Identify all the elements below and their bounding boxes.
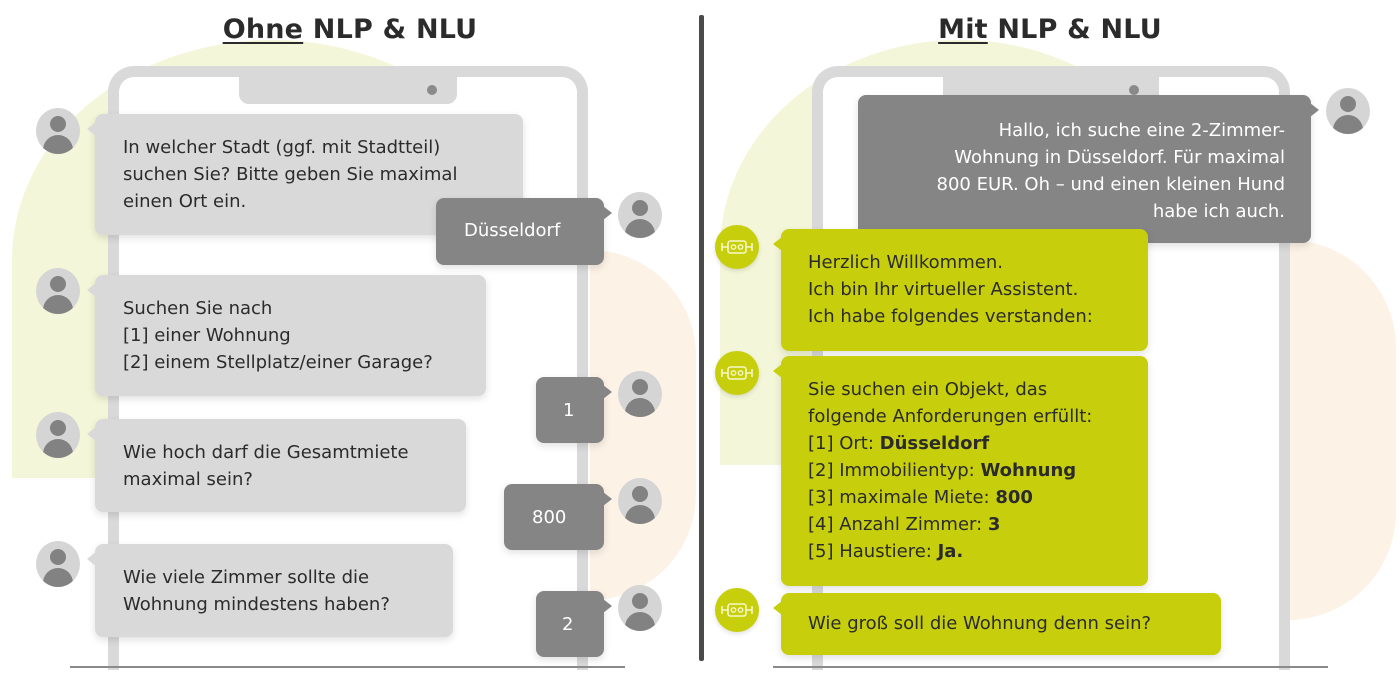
- bot-message: Suchen Sie nach [1] einer Wohnung [2] ei…: [87, 275, 486, 396]
- baseline: [70, 666, 625, 668]
- requirement-label: [5] Haustiere:: [808, 541, 938, 562]
- requirement-value: Düsseldorf: [879, 433, 990, 454]
- robot-icon: [715, 588, 759, 632]
- message-line: 800 EUR. Oh – und einen kleinen Hund: [936, 174, 1286, 195]
- requirement-value: 3: [987, 514, 1001, 535]
- requirement-item: [5] Haustiere: Ja.: [808, 538, 1148, 565]
- panel-without-nlp: Ohne NLP & NLU In welcher Stadt (ggf. mi…: [0, 14, 700, 670]
- message-line: [1] einer Wohnung: [123, 325, 291, 346]
- title-underlined: Ohne: [222, 14, 304, 45]
- panel-title-without: Ohne NLP & NLU: [0, 14, 700, 45]
- requirement-item: [4] Anzahl Zimmer: 3: [808, 511, 1148, 538]
- user-avatar-icon: [618, 371, 662, 417]
- message-line: [2] einem Stellplatz/einer Garage?: [123, 352, 433, 373]
- message-line: Wohnung mindestens haben?: [123, 594, 390, 615]
- user-avatar-icon: [618, 585, 662, 631]
- message-line: Wie groß soll die Wohnung denn sein?: [808, 613, 1152, 634]
- message-line: Sie suchen ein Objekt, das: [808, 379, 1048, 400]
- robot-icon: [715, 225, 759, 269]
- user-avatar-icon: [618, 478, 662, 524]
- phone-notch: [239, 76, 457, 104]
- message-text: 2: [562, 614, 574, 635]
- bot-message: Herzlich Willkommen. Ich bin Ihr virtuel…: [773, 229, 1148, 351]
- message-line: Wie viele Zimmer sollte die: [123, 567, 370, 588]
- requirement-value: Ja.: [937, 541, 964, 562]
- user-message: 800: [504, 484, 612, 550]
- user-avatar-icon: [36, 541, 80, 587]
- user-message: 1: [536, 377, 612, 443]
- message-line: Suchen Sie nach: [123, 298, 273, 319]
- requirement-value: 800: [995, 487, 1033, 508]
- user-message: Düsseldorf: [436, 198, 612, 265]
- message-line: einen Ort ein.: [123, 191, 247, 212]
- message-line: folgende Anforderungen erfüllt:: [808, 406, 1093, 427]
- message-line: Wie hoch darf die Gesamtmiete: [123, 442, 409, 463]
- user-message: 2: [536, 591, 612, 657]
- user-avatar-icon: [1326, 88, 1370, 134]
- message-text: 800: [532, 507, 567, 528]
- background-shape-peach: [590, 250, 696, 600]
- message-line: Ich bin Ihr virtueller Assistent.: [808, 279, 1079, 300]
- background-shape-peach: [1288, 240, 1396, 620]
- bot-message-requirements: Sie suchen ein Objekt, das folgende Anfo…: [773, 356, 1148, 586]
- message-text: Düsseldorf: [464, 220, 561, 241]
- bot-message: Wie groß soll die Wohnung denn sein?: [773, 593, 1221, 655]
- message-line: habe ich auch.: [1152, 201, 1285, 222]
- panel-divider: [699, 15, 704, 661]
- title-rest: NLP & NLU: [987, 14, 1162, 45]
- user-avatar-icon: [618, 192, 662, 238]
- message-line: Ich habe folgendes verstanden:: [808, 306, 1093, 327]
- message-line: suchen Sie? Bitte geben Sie maximal: [123, 164, 458, 185]
- camera-dot-icon: [427, 85, 437, 95]
- title-underlined: Mit: [938, 14, 988, 45]
- message-line: maximal sein?: [123, 469, 253, 490]
- message-text: 1: [563, 400, 575, 421]
- message-line: Herzlich Willkommen.: [808, 252, 1003, 273]
- baseline: [773, 666, 1328, 668]
- bot-message: Wie hoch darf die Gesamtmiete maximal se…: [87, 419, 466, 512]
- requirement-label: [1] Ort:: [808, 433, 880, 454]
- robot-icon: [715, 351, 759, 395]
- requirement-item: [2] Immobilientyp: Wohnung: [808, 457, 1148, 484]
- message-line: In welcher Stadt (ggf. mit Stadtteil): [123, 137, 441, 158]
- requirement-item: [1] Ort: Düsseldorf: [808, 430, 1148, 457]
- requirement-value: Wohnung: [980, 460, 1077, 481]
- user-avatar-icon: [36, 108, 80, 154]
- user-message: Hallo, ich suche eine 2-Zimmer- Wohnung …: [858, 95, 1319, 243]
- requirement-label: [2] Immobilientyp:: [808, 460, 981, 481]
- user-avatar-icon: [36, 412, 80, 458]
- bot-message: Wie viele Zimmer sollte die Wohnung mind…: [87, 544, 453, 637]
- requirement-label: [4] Anzahl Zimmer:: [808, 514, 988, 535]
- message-line: Hallo, ich suche eine 2-Zimmer-: [998, 120, 1285, 141]
- panel-with-nlp: Mit NLP & NLU Hallo, ich suche eine 2-Zi…: [700, 0, 1400, 680]
- panel-title-with: Mit NLP & NLU: [700, 14, 1400, 45]
- user-avatar-icon: [36, 268, 80, 314]
- requirement-label: [3] maximale Miete:: [808, 487, 996, 508]
- requirement-item: [3] maximale Miete: 800: [808, 484, 1148, 511]
- camera-dot-icon: [1129, 85, 1139, 95]
- title-rest: NLP & NLU: [303, 14, 478, 45]
- message-line: Wohnung in Düsseldorf. Für maximal: [954, 147, 1285, 168]
